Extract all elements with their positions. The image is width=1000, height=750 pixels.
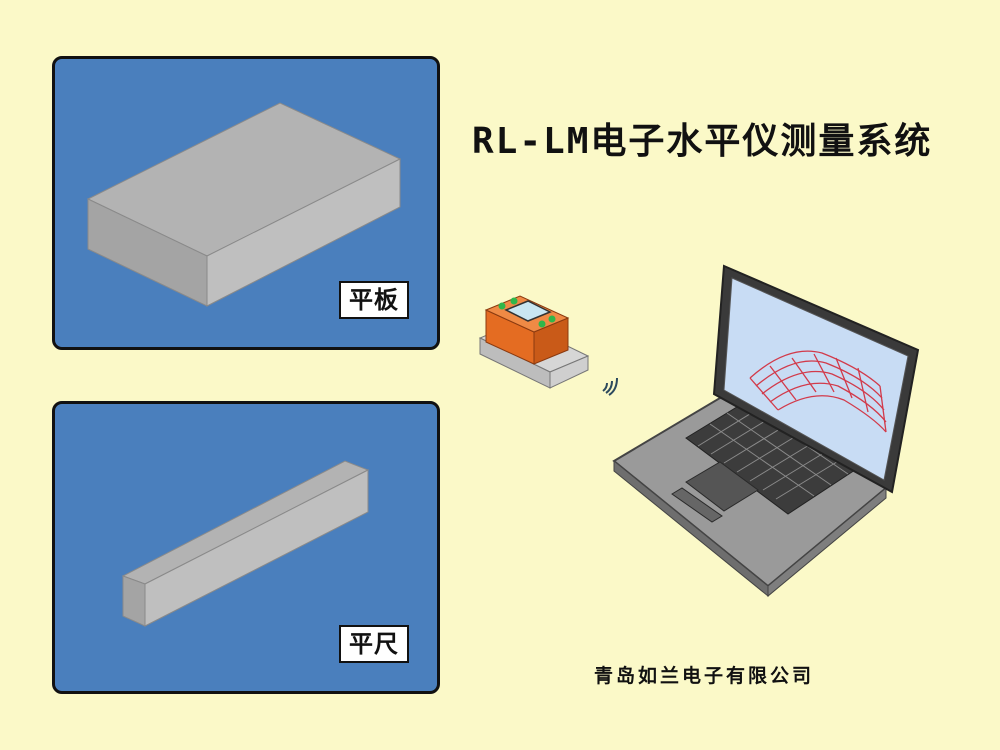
ruler-label: 平尺: [339, 625, 409, 663]
plate-icon: [86, 102, 402, 307]
plate-panel: 平板: [52, 56, 440, 350]
page-title: RL-LM电子水平仪测量系统: [472, 121, 933, 162]
electronic-level-icon: [478, 295, 590, 389]
ruler-icon: [121, 460, 370, 627]
company-name: 青岛如兰电子有限公司: [594, 665, 815, 687]
ruler-panel: 平尺: [52, 401, 440, 694]
wireless-signal-icon: [602, 377, 618, 396]
plate-label: 平板: [339, 281, 409, 319]
laptop-icon: [612, 264, 920, 598]
